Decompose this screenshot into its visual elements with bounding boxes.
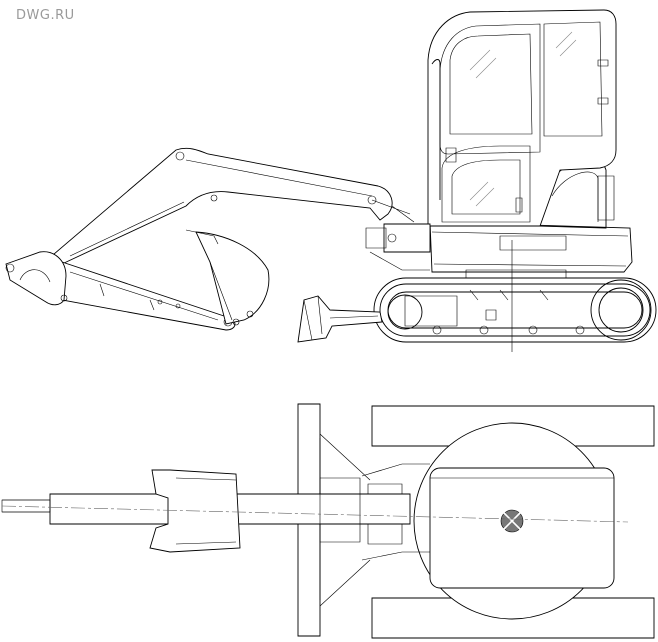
- swing-bracket: [366, 224, 430, 270]
- operator-cab: [428, 10, 616, 226]
- plan-center-line: [2, 506, 628, 522]
- bucket-alt-position: [186, 230, 269, 325]
- dozer-blade: [298, 296, 382, 342]
- boom-arm: [54, 148, 414, 264]
- crawler-track: [374, 278, 656, 342]
- plan-view: [2, 404, 654, 638]
- slew-center-marker: [501, 510, 523, 532]
- side-view: [6, 10, 656, 352]
- stick-arm: [52, 260, 235, 330]
- watermark-text: DWG.RU: [16, 8, 75, 23]
- digging-bucket: [6, 252, 67, 305]
- upper-structure: [430, 160, 632, 278]
